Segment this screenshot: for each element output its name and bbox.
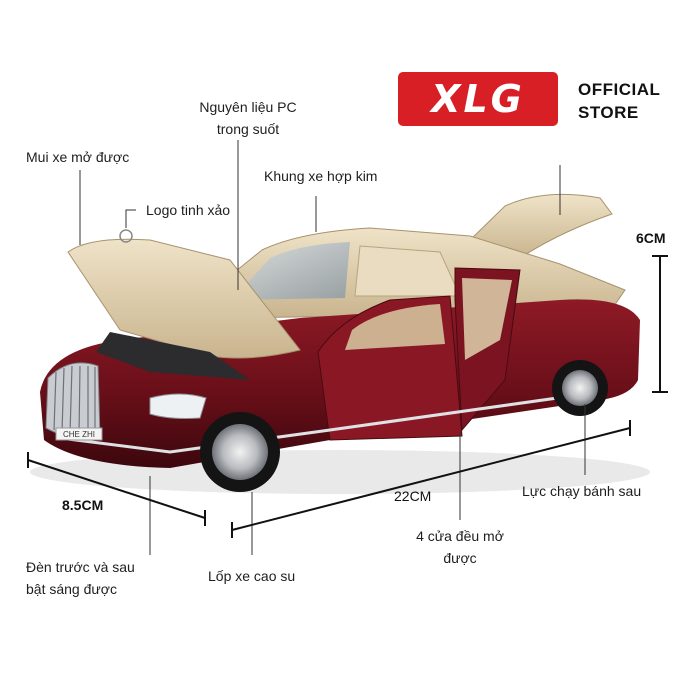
dimension-width: 8.5CM	[62, 497, 104, 513]
callout-frame: Khung xe hợp kim	[264, 168, 378, 184]
callout-rear-drive: Lực chạy bánh sau	[522, 483, 642, 499]
store-label-line2: STORE	[578, 103, 639, 122]
callout-material: Nguyên liệu PC trong suốt	[188, 96, 308, 140]
windshield	[232, 242, 350, 300]
dimension-lines	[27, 255, 668, 538]
trunk-lid	[467, 193, 613, 259]
dimension-height: 6CM	[636, 230, 666, 246]
callout-material-line2: trong suốt	[216, 121, 280, 137]
dimension-length: 22CM	[394, 488, 432, 504]
store-label-line1: OFFICIAL	[578, 80, 661, 99]
interior-seats	[354, 245, 461, 297]
callout-tires: Lốp xe cao su	[208, 568, 296, 584]
brand-logo: XLG	[398, 72, 558, 126]
rear-door-window	[462, 278, 512, 360]
callout-doors-line2: được	[443, 550, 477, 566]
engine-bay	[96, 332, 250, 380]
callout-lights-line2: bật sáng được	[26, 581, 117, 597]
callout-lights-line1: Đèn trước và sau	[26, 559, 135, 575]
headlight	[149, 393, 207, 419]
callout-material-line1: Nguyên liệu PC	[199, 99, 297, 115]
callout-roof: Mui xe mở được	[26, 149, 130, 165]
license-plate-text: CHE ZHI	[63, 430, 95, 439]
license-plate	[55, 427, 103, 441]
grille-bars	[53, 365, 96, 437]
store-label: OFFICIAL STORE	[578, 78, 660, 124]
callout-logo: Logo tinh xảo	[146, 202, 231, 218]
rear-rim	[562, 370, 598, 406]
callout-doors-line1: 4 cửa đều mở	[416, 528, 504, 544]
brand-logo-text: XLG	[431, 77, 525, 121]
callout-lights: Đèn trước và sau bật sáng được	[26, 556, 135, 600]
callout-doors: 4 cửa đều mở được	[400, 525, 520, 569]
car-hood	[67, 238, 301, 359]
front-rim	[212, 424, 268, 480]
front-door-window	[345, 304, 445, 350]
hood-ornament	[119, 229, 133, 243]
